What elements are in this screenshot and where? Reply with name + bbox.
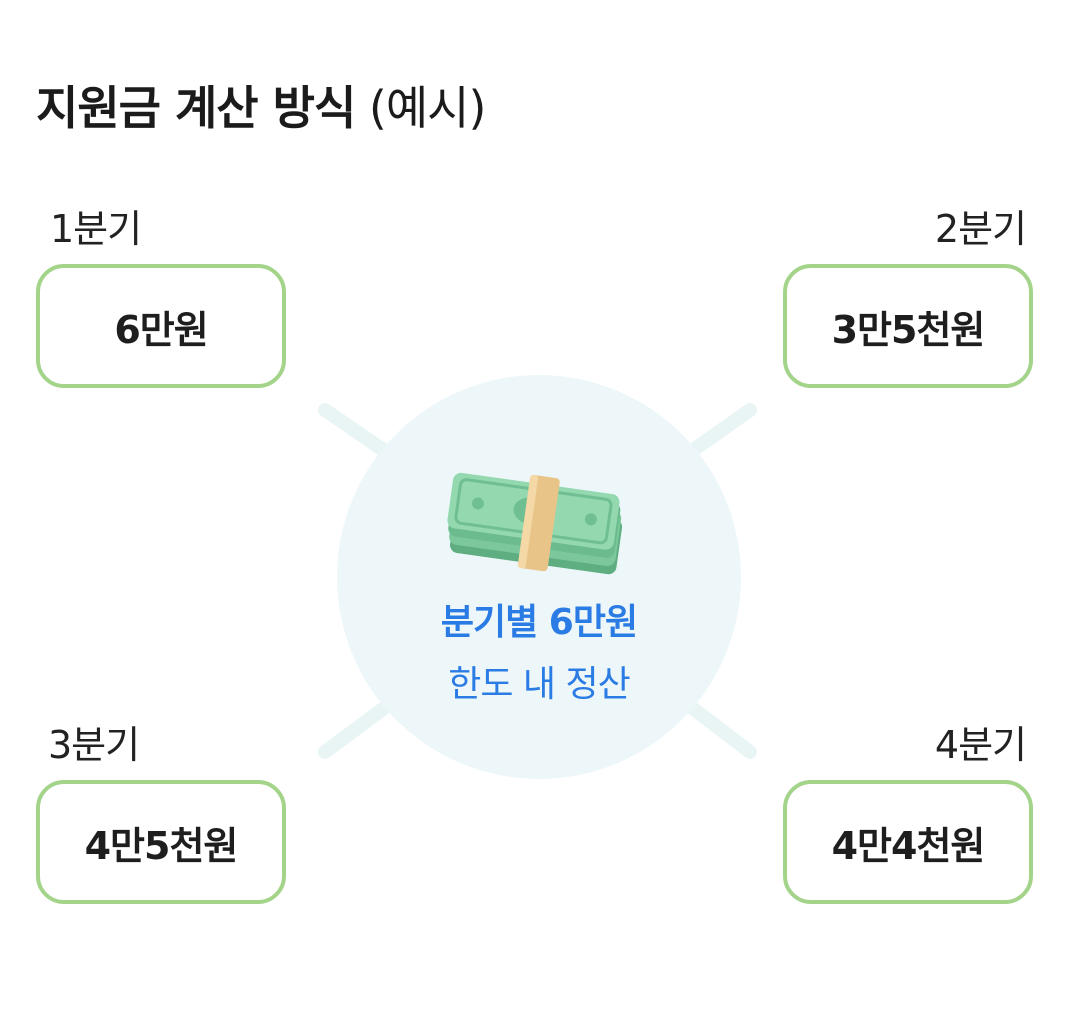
center-settlement-text: 한도 내 정산: [448, 664, 631, 705]
quarter-2-box: 3만5천원: [783, 264, 1033, 388]
quarter-3-amount: 4만5천원: [84, 823, 239, 868]
quarter-1-label: 1분기: [50, 207, 142, 251]
quarter-3-box: 4만5천원: [36, 780, 286, 904]
center-circle: [337, 375, 741, 779]
quarter-2-amount: 3만5천원: [831, 307, 986, 352]
quarter-2-label: 2분기: [934, 207, 1027, 251]
quarter-1-box: 6만원: [36, 264, 286, 388]
quarter-3-label: 3분기: [48, 723, 140, 767]
connector-line-bottom-right: [675, 693, 757, 759]
quarter-1-amount: 6만원: [114, 307, 208, 352]
money-stack-icon: [447, 472, 623, 575]
page-title-sub: (예시): [368, 81, 487, 135]
center-limit-text: 분기별 6만원: [440, 602, 638, 643]
connector-line-bottom-left: [318, 693, 402, 759]
page-title: 지원금 계산 방식 (예시): [36, 78, 487, 138]
quarter-4-amount: 4만4천원: [831, 823, 986, 868]
page-title-main: 지원금 계산 방식: [36, 81, 356, 135]
quarter-4-box: 4만4천원: [783, 780, 1033, 904]
quarter-4-label: 4분기: [934, 723, 1027, 767]
